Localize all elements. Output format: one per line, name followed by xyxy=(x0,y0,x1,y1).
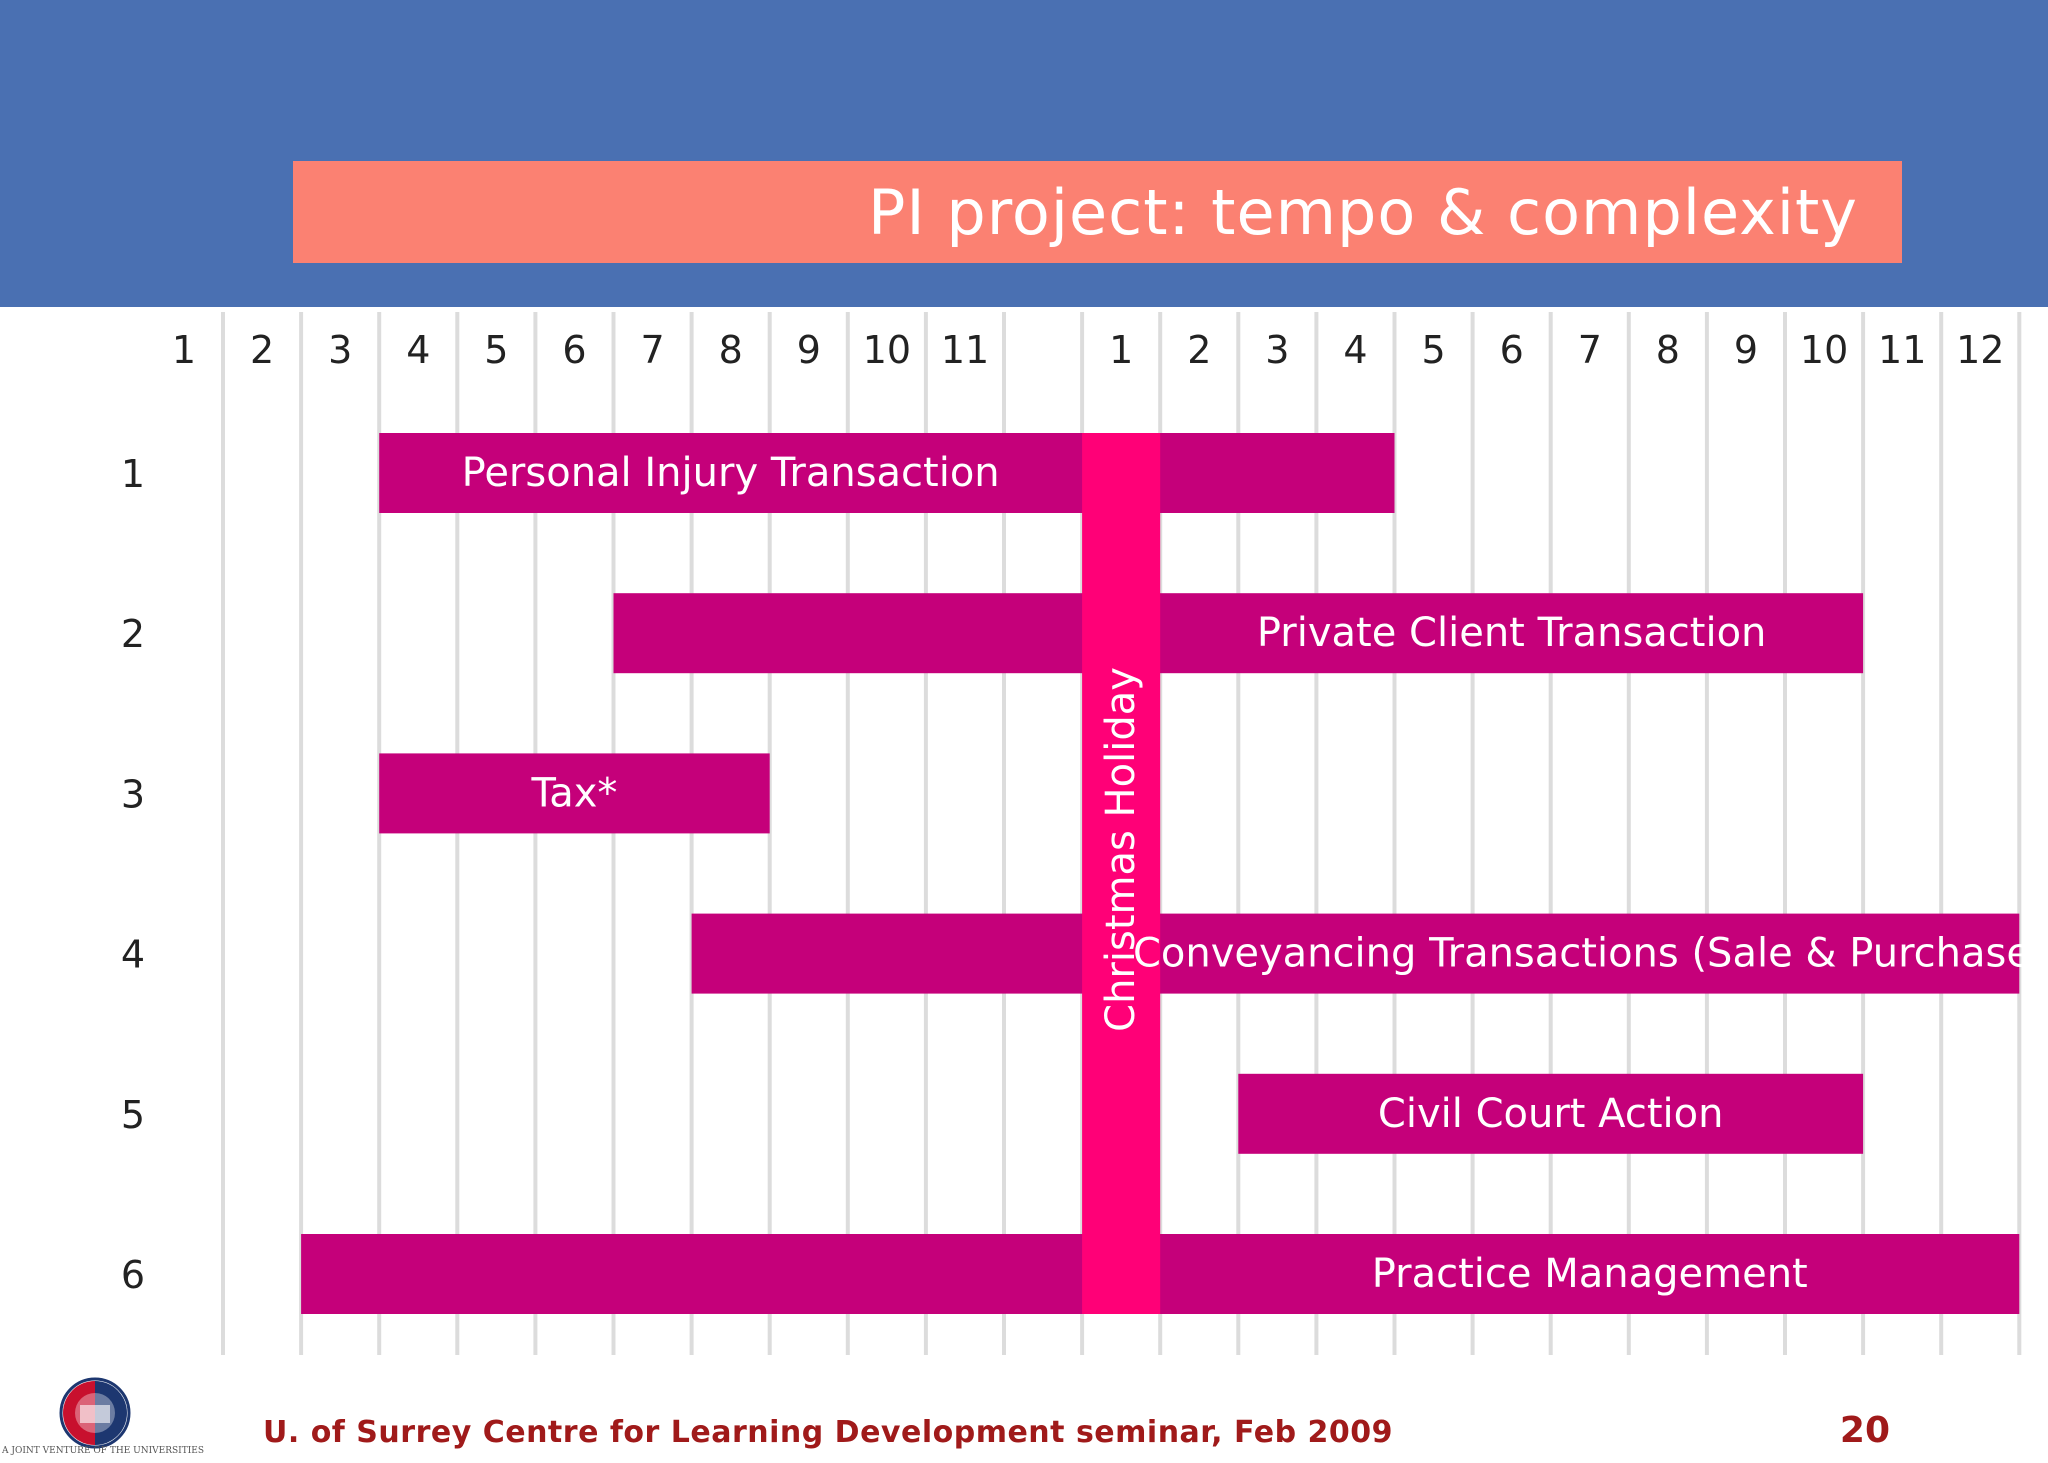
gantt-bar xyxy=(379,433,1395,513)
gantt-bar-label: Conveyancing Transactions (Sale & Purcha… xyxy=(1133,931,2047,977)
x-tick-label: 7 xyxy=(641,328,665,372)
x-tick-label: 10 xyxy=(1800,328,1848,372)
y-tick-label: 6 xyxy=(121,1253,145,1297)
logo-caption: A JOINT VENTURE OF THE UNIVERSITIES xyxy=(2,1446,205,1456)
holiday-label: Christmas Holiday xyxy=(1098,667,1144,1032)
x-tick-label: 9 xyxy=(797,328,821,372)
university-logo xyxy=(0,1375,200,1463)
x-tick-label: 5 xyxy=(1422,328,1446,372)
gantt-bar-label: Civil Court Action xyxy=(1378,1091,1724,1137)
slide-title: PI project: tempo & complexity xyxy=(867,175,1858,249)
x-tick-label: 1 xyxy=(1109,328,1133,372)
x-tick-label: 2 xyxy=(1187,328,1211,372)
x-tick-label: 11 xyxy=(941,328,989,372)
x-tick-label: 6 xyxy=(1500,328,1524,372)
x-tick-label: 10 xyxy=(863,328,911,372)
y-tick-label: 5 xyxy=(121,1093,145,1137)
gantt-bar xyxy=(691,913,2020,994)
x-tick-label: 3 xyxy=(328,328,352,372)
x-tick-label: 11 xyxy=(1878,328,1926,372)
gantt-bar-label: Tax* xyxy=(530,770,617,816)
x-tick-label: 8 xyxy=(1656,328,1680,372)
x-tick-label: 4 xyxy=(1343,328,1367,372)
gantt-bar xyxy=(1238,1073,1864,1154)
footer-text: U. of Surrey Centre for Learning Develop… xyxy=(263,1415,1394,1450)
x-tick-label: 3 xyxy=(1265,328,1289,372)
x-tick-label: 2 xyxy=(250,328,274,372)
y-tick-label: 4 xyxy=(121,933,145,977)
y-tick-label: 2 xyxy=(121,612,145,656)
gantt-bar-label: Private Client Transaction xyxy=(1257,610,1767,656)
y-tick-label: 1 xyxy=(121,452,145,496)
gantt-bar xyxy=(613,593,1864,674)
x-tick-label: 6 xyxy=(562,328,586,372)
x-tick-label: 4 xyxy=(406,328,430,372)
holiday-bar xyxy=(1082,433,1161,1314)
y-tick-label: 3 xyxy=(121,772,145,816)
x-tick-label: 8 xyxy=(719,328,743,372)
x-tick-label: 7 xyxy=(1578,328,1602,372)
gantt-bar-label: Practice Management xyxy=(1372,1251,1808,1297)
x-tick-label: 9 xyxy=(1734,328,1758,372)
gantt-bar-label: Personal Injury Transaction xyxy=(462,450,1000,496)
x-tick-label: 1 xyxy=(172,328,196,372)
x-tick-label: 12 xyxy=(1956,328,2004,372)
page-number: 20 xyxy=(1839,1410,1890,1451)
x-tick-label: 5 xyxy=(484,328,508,372)
title-box: PI project: tempo & complexity xyxy=(293,161,1902,263)
gantt-bar xyxy=(379,753,770,834)
